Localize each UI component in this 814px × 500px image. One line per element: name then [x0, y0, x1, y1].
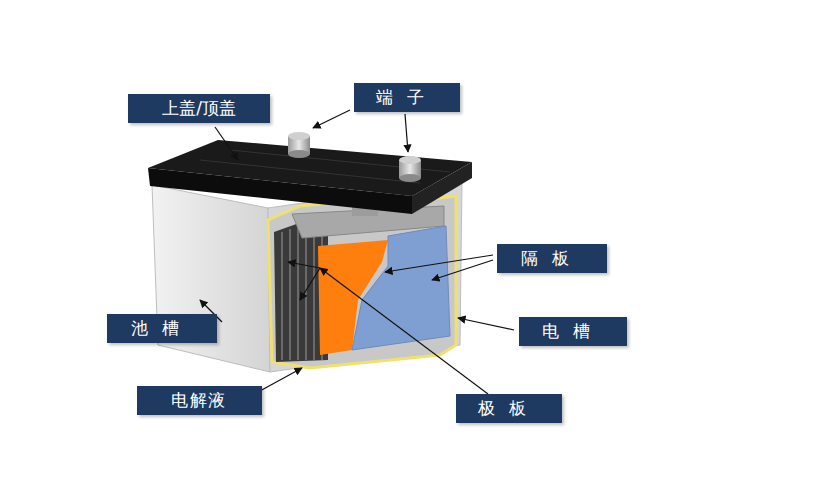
callout-label: 隔板	[521, 248, 582, 268]
callout-box: 电槽	[519, 317, 627, 346]
callout-label: 端子	[376, 87, 437, 107]
callout-box: 端子	[354, 83, 460, 112]
callout-box: 极板	[456, 394, 562, 423]
callout-box: 上盖/顶盖	[128, 94, 270, 123]
callout-label: 电解液	[171, 390, 227, 410]
callout-box: 电解液	[137, 386, 262, 415]
callout-label: 极板	[478, 398, 539, 418]
callout-label: 池槽	[131, 318, 192, 338]
callout-box: 池槽	[107, 314, 217, 343]
callout-box: 隔板	[497, 244, 607, 273]
callout-label: 上盖/顶盖	[162, 98, 236, 118]
callout-label: 电槽	[542, 321, 603, 341]
